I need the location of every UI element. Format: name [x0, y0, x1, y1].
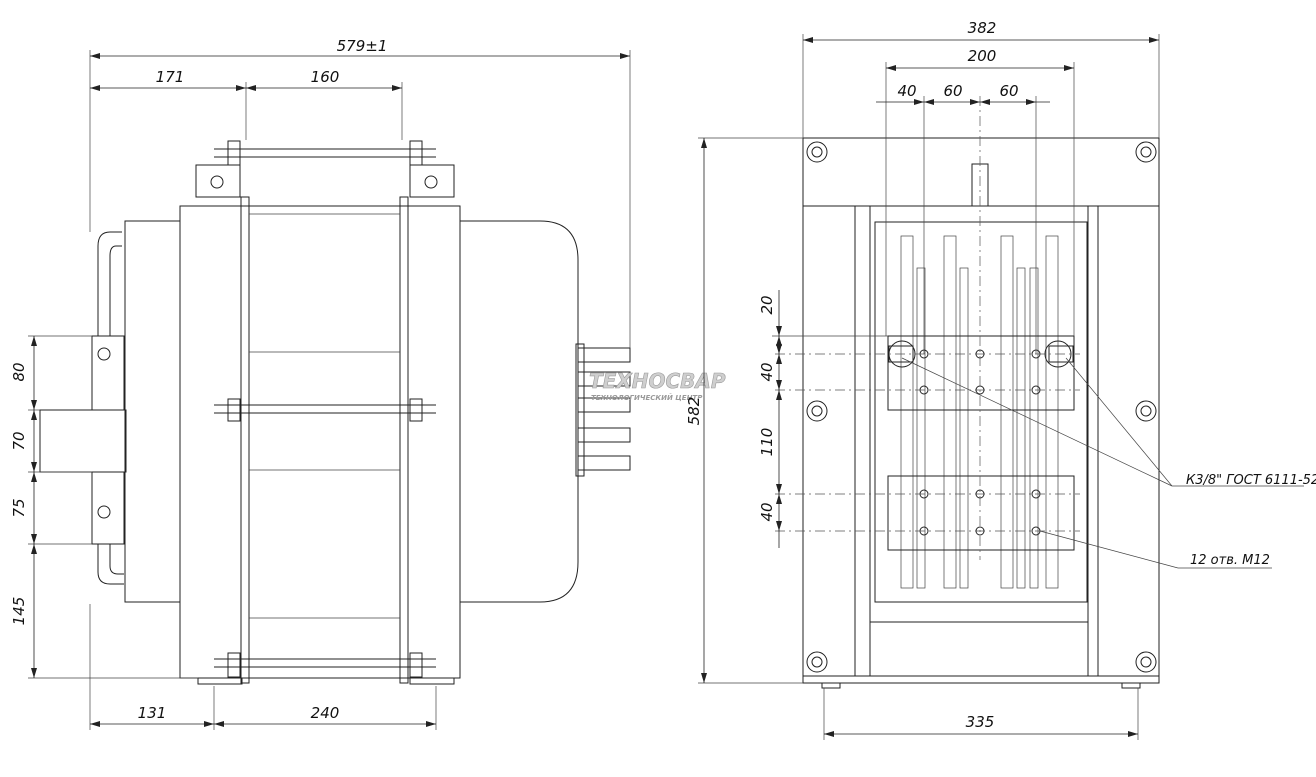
logo-tagline: ТЕХНОЛОГИЧЕСКИЙ ЦЕНТР [591, 393, 703, 402]
tie-rod-top [214, 140, 436, 166]
lead-bars [900, 235, 1059, 589]
dim-240: 240 [311, 704, 340, 722]
dim-160: 160 [311, 68, 340, 86]
dim-382: 382 [968, 19, 997, 37]
dim-60-left: 60 [943, 82, 962, 100]
left-view: 579±1 171 160 131 240 80 70 75 145 [10, 37, 631, 730]
dim-40-b: 40 [758, 502, 776, 521]
lifting-ear-right [409, 164, 455, 198]
dim-40-top: 40 [897, 82, 916, 100]
dim-overall-width: 579±1 [337, 37, 388, 55]
coil-left-part [124, 220, 180, 603]
right-terminals [575, 343, 631, 477]
dim-145: 145 [10, 597, 28, 626]
frame-outer [802, 137, 1160, 684]
clamp-plate-right [399, 196, 409, 684]
dim-80: 80 [10, 362, 28, 381]
winding-window [874, 221, 1088, 603]
lifting-ear-left [195, 164, 241, 198]
right-view: 382 200 40 60 60 582 20 40 110 40 335 [685, 19, 1316, 740]
dim-60-right: 60 [999, 82, 1018, 100]
note-thread: К3/8" ГОСТ 6111-52 [1186, 473, 1316, 488]
foot-left [197, 677, 243, 685]
dim-131: 131 [138, 704, 167, 722]
dim-200: 200 [968, 47, 997, 65]
dim-70: 70 [10, 431, 28, 450]
coil-body [460, 220, 579, 603]
foot-right [409, 677, 455, 685]
tie-rod-middle [214, 398, 436, 422]
logo-name: ТЕХНОСВАР [589, 369, 726, 393]
note-holes: 12 отв. М12 [1190, 553, 1270, 568]
bus-bar-upper [887, 335, 1075, 411]
dim-335: 335 [966, 713, 995, 731]
frame-plate [179, 205, 461, 679]
dim-75: 75 [10, 498, 28, 517]
technosvar-logo: ТЕХНОСВАР ТЕХНОЛОГИЧЕСКИЙ ЦЕНТР [589, 369, 726, 402]
dim-40-a: 40 [758, 362, 776, 381]
left-terminals [39, 231, 127, 585]
bus-bar-lower [887, 475, 1075, 551]
dim-110: 110 [758, 428, 776, 457]
dim-171: 171 [156, 68, 185, 86]
dim-582: 582 [685, 397, 703, 426]
dim-20: 20 [758, 295, 776, 314]
mounting-bolt-icon [806, 141, 1157, 673]
clamp-plate-left [240, 196, 250, 684]
tie-rod-bottom [214, 652, 436, 678]
